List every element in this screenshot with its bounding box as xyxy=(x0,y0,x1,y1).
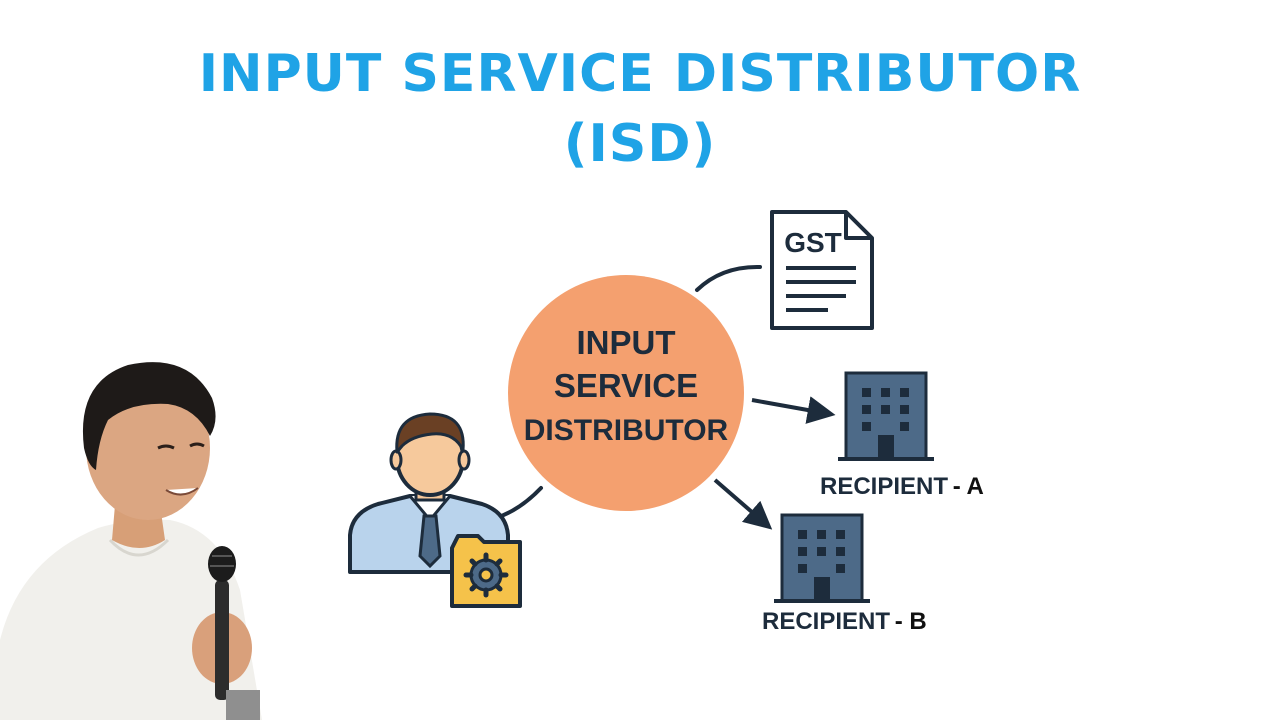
connector-person xyxy=(494,486,543,520)
arrow-to-recipient-b xyxy=(713,478,773,530)
isd-circle-label-line-1: INPUT xyxy=(577,324,676,361)
isd-circle xyxy=(508,275,744,511)
gst-label: GST xyxy=(784,227,842,258)
recipient-b-label: RECIPIENT- B xyxy=(762,608,927,635)
gst-document-icon: GST xyxy=(770,210,874,330)
presenter-photo xyxy=(0,362,262,720)
gear-folder-icon xyxy=(450,534,522,608)
office-building-icon xyxy=(838,371,934,461)
slide-subtitle: (ISD) xyxy=(563,114,717,174)
isd-circle-label-line-2: SERVICE xyxy=(554,367,698,404)
slide-title: INPUT SERVICE DISTRIBUTOR xyxy=(198,44,1082,104)
isd-circle-label-line-3: DISTRIBUTOR xyxy=(524,414,729,447)
connector-document xyxy=(695,264,762,292)
arrow-to-recipient-a xyxy=(751,396,836,424)
person-with-gear-folder-icon xyxy=(348,412,522,608)
recipient-a-label: RECIPIENT- A xyxy=(820,473,984,500)
office-building-icon xyxy=(774,513,870,603)
